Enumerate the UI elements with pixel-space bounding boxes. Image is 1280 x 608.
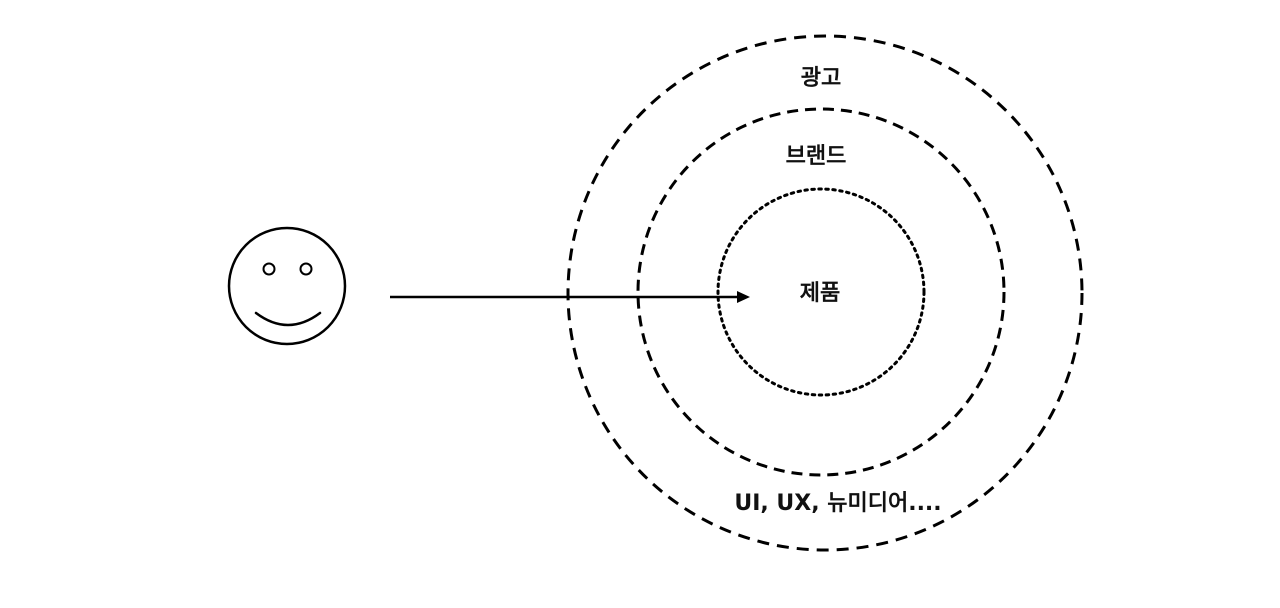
face-outline — [227, 226, 347, 346]
arrow-right-icon — [390, 291, 750, 303]
footer-label: UI, UX, 뉴미디어.... — [734, 491, 941, 516]
outer-ring-label: 광고 — [801, 66, 841, 91]
mouth — [254, 311, 322, 327]
inner-ring — [716, 187, 926, 397]
inner-ring-label: 제품 — [800, 281, 840, 306]
outer-ring — [566, 34, 1084, 552]
middle-ring-label: 브랜드 — [786, 144, 847, 169]
left-eye — [262, 262, 276, 276]
smiley-face-icon — [227, 226, 347, 346]
middle-ring — [636, 107, 1006, 477]
right-eye — [299, 262, 313, 276]
arrow-head — [737, 291, 750, 303]
